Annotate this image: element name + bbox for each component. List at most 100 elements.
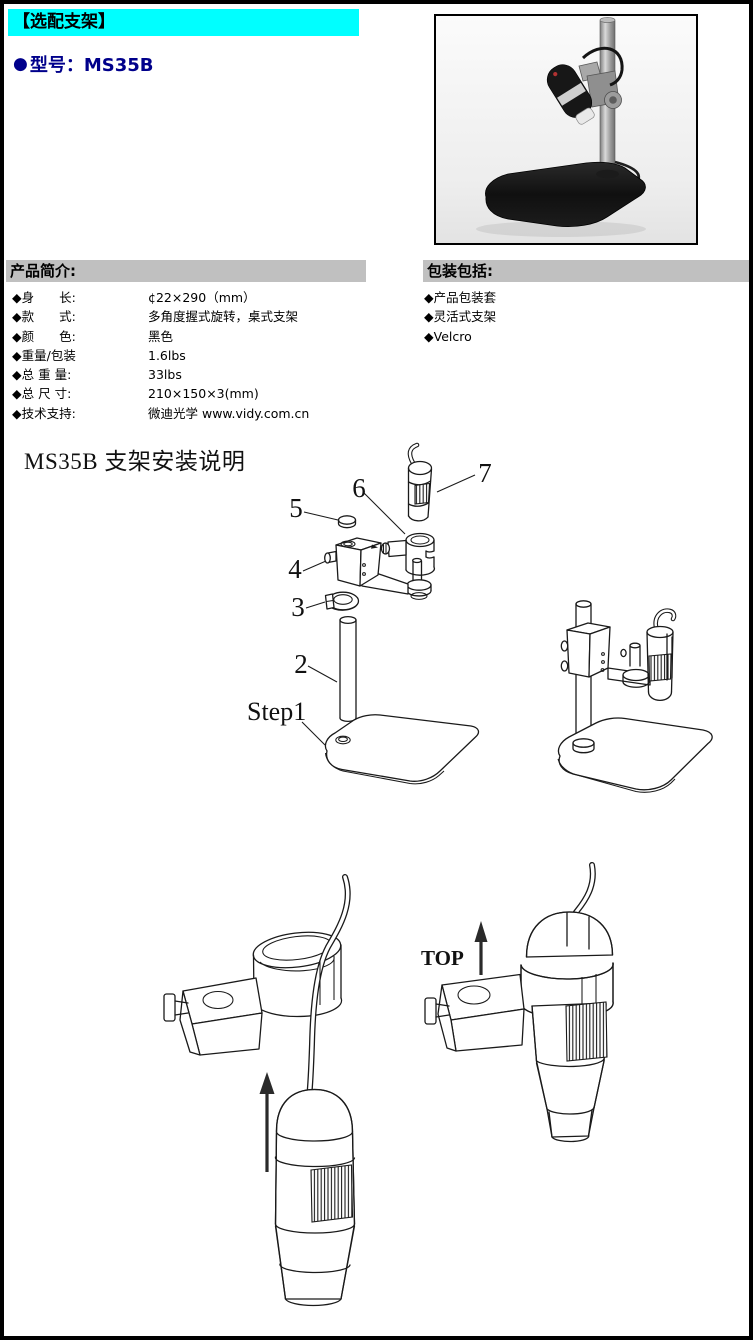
assembled-base xyxy=(557,717,713,793)
spec-value: 多角度握式旋转，桌式支架 xyxy=(148,309,299,325)
table-row: ◆身 长: ¢22×290（mm） xyxy=(12,288,412,307)
photo-pole-collar xyxy=(596,169,619,179)
product-intro-header-text: 产品简介: xyxy=(10,262,76,280)
step1-base-plate xyxy=(324,714,480,785)
assembled-block xyxy=(560,622,611,678)
spec-value: 微迪光学 www.vidy.com.cn xyxy=(148,405,310,421)
section-header-optional-stand: 【选配支架】 xyxy=(8,9,359,36)
list-item: ◆产品包装套 xyxy=(424,290,497,305)
leader-line-6 xyxy=(363,492,406,535)
spec-label: ◆总 重 量: xyxy=(12,367,72,383)
seated-holder-arm xyxy=(424,973,525,1052)
spec-label: ◆身 长: xyxy=(12,290,76,305)
part6-clamp xyxy=(380,532,436,576)
diamond-bullet-icon: ◆ xyxy=(424,309,434,325)
model-text: 型号：MS35B xyxy=(29,55,154,76)
leader-line-5 xyxy=(303,511,339,521)
photo-mic-led xyxy=(553,71,558,77)
part4-bracket-block xyxy=(324,537,409,595)
part-label-2: 2 xyxy=(294,649,308,679)
diamond-bullet-icon: ◆ xyxy=(12,290,22,305)
installation-title: MS35B 支架安装说明 xyxy=(24,449,246,474)
thumbscrew xyxy=(163,993,176,1022)
part-label-7: 7 xyxy=(478,458,492,488)
leader-line-7 xyxy=(436,474,476,493)
section-header-package: 包装包括: xyxy=(423,260,749,282)
top-label: TOP xyxy=(421,946,464,970)
spec-label: ◆重量/包装 xyxy=(12,347,76,363)
list-item: ◆灵活式支架 xyxy=(424,309,497,325)
table-row: ◆款 式: 多角度握式旋转，桌式支架 xyxy=(12,307,412,326)
package-header-text: 包装包括: xyxy=(427,262,493,280)
spec-table: ◆身 长: ¢22×290（mm） ◆款 式: 多角度握式旋转，桌式支架 ◆颜 … xyxy=(12,288,412,423)
photo-mic-lens xyxy=(575,107,595,125)
spec-label: ◆颜 色: xyxy=(12,328,76,344)
part5-cap xyxy=(337,515,357,529)
bullet-icon: ● xyxy=(13,53,28,74)
photo-bracket xyxy=(578,61,622,109)
diamond-bullet-icon: ◆ xyxy=(12,328,22,344)
list-item: ◆Velcro xyxy=(424,328,472,344)
table-row: ◆总 重 量: 33lbs xyxy=(12,365,412,384)
table-row: ◆技术支持: 微迪光学 www.vidy.com.cn xyxy=(12,404,412,423)
thumbscrew xyxy=(424,997,437,1025)
part-labels: 7 6 5 4 3 2 Step1 xyxy=(247,458,492,746)
holder-instruction-drawings: TOP xyxy=(163,862,614,1307)
spec-value: 210×150×3(mm) xyxy=(148,386,259,402)
photo-microscope xyxy=(546,64,595,125)
seated-mic-lower-body xyxy=(531,1001,608,1143)
table-row: ◆重量/包装 1.6lbs xyxy=(12,346,412,365)
insert-cable xyxy=(306,874,351,1101)
part-label-4: 4 xyxy=(288,554,302,584)
product-photo xyxy=(434,14,698,245)
spec-label: ◆款 式: xyxy=(12,309,76,325)
diamond-bullet-icon: ◆ xyxy=(12,405,22,421)
spec-label: ◆总 尺 寸: xyxy=(12,386,72,402)
model-line: ● 型号：MS35B xyxy=(13,50,154,78)
installation-diagram: 7 6 5 4 3 2 Step1 xyxy=(247,442,713,793)
diamond-bullet-icon: ◆ xyxy=(12,309,22,325)
part-label-6: 6 xyxy=(352,473,366,503)
pivot-screw-washers xyxy=(406,557,432,600)
seated-microscope-drawing: TOP xyxy=(421,862,614,1143)
leader-line-2 xyxy=(307,665,338,683)
diamond-bullet-icon: ◆ xyxy=(424,290,434,305)
table-row: ◆颜 色: 黑色 xyxy=(12,327,412,346)
microscope-body xyxy=(274,1088,356,1307)
up-arrow xyxy=(259,1072,275,1172)
leader-line-4 xyxy=(302,560,327,572)
part-label-3: 3 xyxy=(291,592,305,622)
diamond-bullet-icon: ◆ xyxy=(12,347,22,363)
diamond-bullet-icon: ◆ xyxy=(424,328,434,344)
photo-base-plate xyxy=(485,161,646,227)
part-label-5: 5 xyxy=(289,493,303,523)
seated-microscope xyxy=(525,911,614,958)
photo-mic-silver-band xyxy=(557,82,586,106)
step1-label: Step1 xyxy=(247,697,306,726)
holder-arm xyxy=(163,977,263,1056)
assembled-microscope xyxy=(646,608,677,701)
package-list: ◆产品包装套 ◆灵活式支架 ◆Velcro xyxy=(424,288,724,346)
insert-microscope-drawing xyxy=(163,874,356,1307)
product-photo-image xyxy=(436,16,696,243)
part3-collar-ring xyxy=(324,591,360,611)
section-header-product-intro: 产品简介: xyxy=(6,260,366,282)
section-header-text: 【选配支架】 xyxy=(13,12,115,32)
assembled-diagram xyxy=(557,600,713,793)
leader-line-3 xyxy=(305,601,326,609)
spec-value: 1.6lbs xyxy=(148,347,186,363)
photo-shadow xyxy=(476,221,646,237)
spec-value: 黑色 xyxy=(148,328,174,344)
exploded-diagram: 7 6 5 4 3 2 Step1 xyxy=(247,442,492,785)
part2-pole xyxy=(339,615,357,723)
diamond-bullet-icon: ◆ xyxy=(12,367,22,383)
top-arrow xyxy=(474,921,488,975)
part7-microscope xyxy=(407,442,433,522)
spec-value: 33lbs xyxy=(148,367,182,383)
spec-value: ¢22×290（mm） xyxy=(148,290,256,305)
diamond-bullet-icon: ◆ xyxy=(12,386,22,402)
spec-label: ◆技术支持: xyxy=(12,405,76,421)
assembled-arm xyxy=(607,642,651,688)
leader-line-step1 xyxy=(301,721,326,746)
